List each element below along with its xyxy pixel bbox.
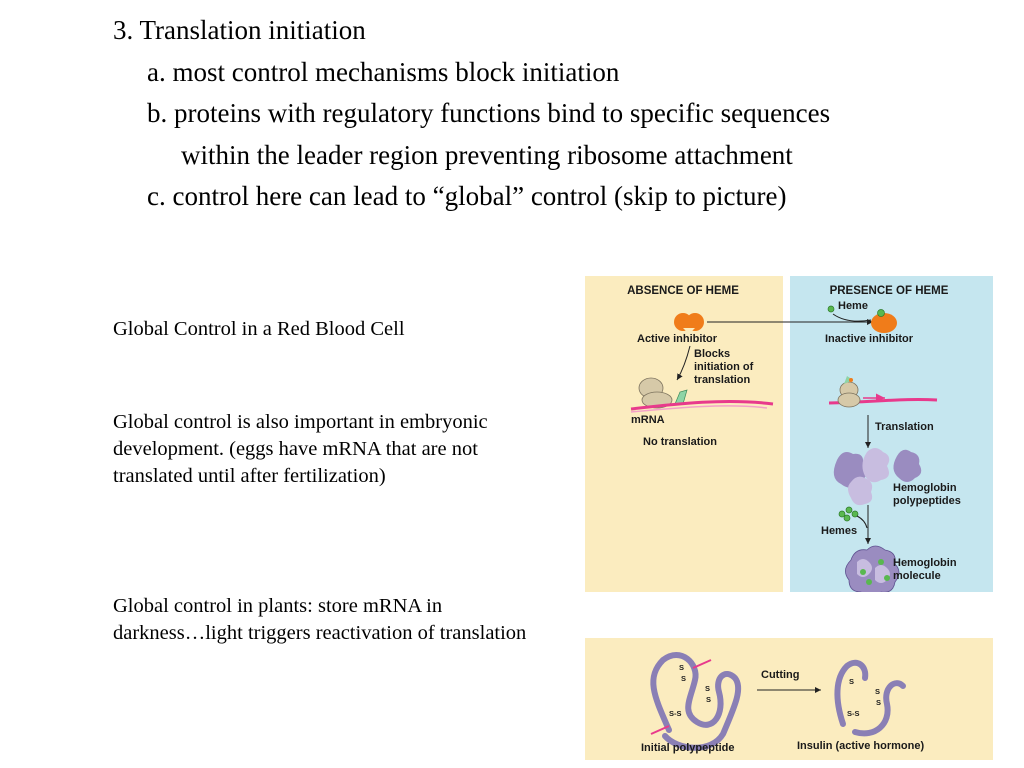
note-plants: Global control in plants: store mRNA in … xyxy=(113,595,527,644)
insulin-processing-figure: S S S S S-S Cutting S S S S-S Initial po… xyxy=(585,638,993,760)
heme-binding-arrow xyxy=(832,313,872,322)
cutting-label: Cutting xyxy=(761,669,799,681)
blocks-line3: translation xyxy=(694,374,751,386)
mrna-absence-strand xyxy=(630,405,768,413)
outline-point-b-line1: b. proteins with regulatory functions bi… xyxy=(147,98,831,128)
absence-title: ABSENCE OF HEME xyxy=(627,285,739,297)
disulfide-initial-2: S xyxy=(681,674,686,683)
slide-outline: 3. Translation initiation a. most contro… xyxy=(113,10,1018,218)
no-translation-label: No translation xyxy=(643,436,717,448)
cut-mark-2 xyxy=(650,725,670,735)
initial-polypeptide-chain xyxy=(650,652,742,751)
disulfide-insulin-1: S xyxy=(849,677,854,686)
inactive-inhibitor-shape xyxy=(871,309,897,333)
disulfide-insulin-2: S xyxy=(875,687,880,696)
hemoglobin-poly-line2: polypeptides xyxy=(893,495,961,507)
insulin-chain-a xyxy=(834,659,869,727)
hemes-dots xyxy=(838,506,859,522)
heme-dot xyxy=(827,305,835,313)
insulin-chain-b xyxy=(852,680,906,737)
cut-mark-1 xyxy=(692,659,712,669)
disulfide-initial-4: S xyxy=(706,695,711,704)
hemoglobin-mol-line2: molecule xyxy=(893,570,941,582)
translating-ribosome xyxy=(837,376,861,408)
active-inhibitor-label: Active inhibitor xyxy=(637,333,718,345)
insulin-panel xyxy=(585,638,993,760)
hemes-label: Hemes xyxy=(821,525,857,537)
disulfide-insulin-ss: S-S xyxy=(847,709,860,718)
outline-point-b-line2: within the leader region preventing ribo… xyxy=(181,139,793,170)
outline-heading: 3. Translation initiation xyxy=(113,15,366,45)
outline-point-a: a. most control mechanisms block initiat… xyxy=(147,56,620,87)
disulfide-initial-3: S xyxy=(705,684,710,693)
hemoglobin-mol-line1: Hemoglobin xyxy=(893,557,957,569)
hemes-arrow xyxy=(856,515,868,529)
note-red-blood-cell: Global Control in a Red Blood Cell xyxy=(113,318,405,340)
heme-control-figure: ABSENCE OF HEME PRESENCE OF HEME Active … xyxy=(585,276,993,592)
mrna-absence xyxy=(630,400,774,411)
disulfide-insulin-3: S xyxy=(876,698,881,707)
presence-title: PRESENCE OF HEME xyxy=(830,285,949,297)
outline-point-c: c. control here can lead to “global” con… xyxy=(147,181,787,211)
initial-polypeptide-label: Initial polypeptide xyxy=(641,742,735,754)
disulfide-initial-ss: S-S xyxy=(669,709,682,718)
blocks-line1: Blocks xyxy=(694,348,730,360)
hemoglobin-polypeptides xyxy=(833,448,922,506)
disulfide-initial-1: S xyxy=(679,663,684,672)
blocks-arrow xyxy=(676,345,691,381)
inactive-inhibitor-label: Inactive inhibitor xyxy=(825,333,914,345)
blocks-line2: initiation of xyxy=(694,361,754,373)
note-embryonic-development: Global control is also important in embr… xyxy=(113,411,488,487)
hemoglobin-molecule xyxy=(845,545,900,592)
mrna-label: mRNA xyxy=(631,414,665,426)
blocked-ribosome xyxy=(638,377,688,409)
insulin-label: Insulin (active hormone) xyxy=(797,740,924,752)
heme-label: Heme xyxy=(838,300,868,312)
translation-label: Translation xyxy=(875,421,934,433)
hemoglobin-poly-line1: Hemoglobin xyxy=(893,482,957,494)
active-inhibitor-shape xyxy=(674,313,704,334)
